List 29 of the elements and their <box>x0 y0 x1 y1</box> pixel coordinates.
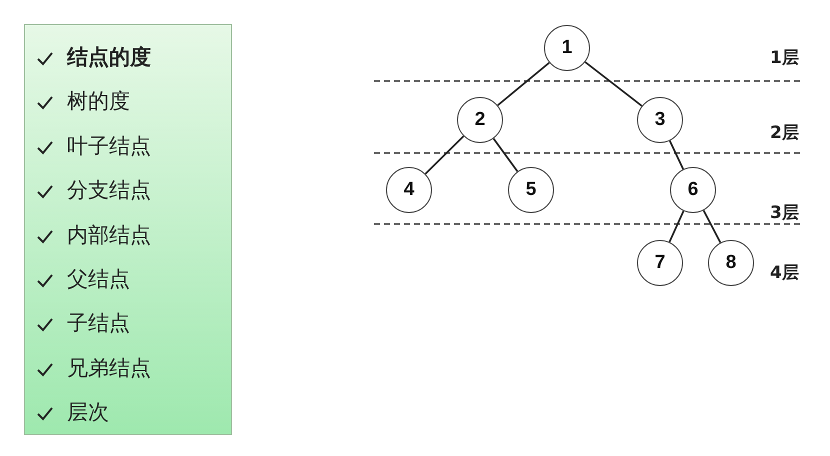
tree-edge <box>492 138 518 172</box>
list-item: 结点的度 <box>67 44 151 70</box>
tree-node-circle: 1 <box>544 25 590 71</box>
tree-edge <box>424 136 464 174</box>
tree-edge <box>668 210 684 242</box>
level-label: 1层 <box>770 47 799 69</box>
level-label: 3层 <box>770 202 799 224</box>
list-item: 内部结点 <box>67 222 151 248</box>
list-item: 父结点 <box>67 266 130 292</box>
list-item: 子结点 <box>67 310 130 336</box>
tree-node-circle: 5 <box>508 167 554 213</box>
tree-node-circle: 8 <box>708 240 754 286</box>
tree-edge <box>497 62 550 106</box>
tree-edge <box>584 61 642 107</box>
tree-node-circle: 6 <box>670 167 716 213</box>
list-item: 树的度 <box>67 88 130 114</box>
list-panel <box>24 24 232 435</box>
level-label: 2层 <box>770 122 799 144</box>
tree-node-circle: 3 <box>637 97 683 143</box>
tree-node-circle: 7 <box>637 240 683 286</box>
list-item: 叶子结点 <box>67 133 151 159</box>
tree-node-circle: 4 <box>386 167 432 213</box>
tree-edge <box>669 140 684 170</box>
list-item: 层次 <box>67 399 109 425</box>
list-item: 兄弟结点 <box>67 355 151 381</box>
tree-node-circle: 2 <box>457 97 503 143</box>
list-item: 分支结点 <box>67 177 151 203</box>
tree-edge <box>702 210 722 244</box>
level-label: 4层 <box>770 262 799 284</box>
